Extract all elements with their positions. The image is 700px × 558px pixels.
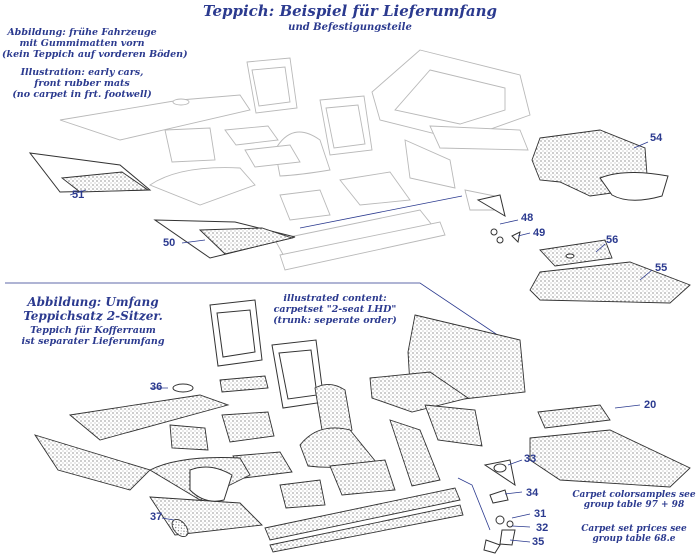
part-50-mat [153,219,296,259]
note-content-line-3: (trunk: seperate order) [273,314,397,326]
callout-56: 56 [606,234,619,246]
top-ghost-parts [59,49,531,271]
note-early-en-line-3: (no carpet in frt. footwell) [12,88,152,100]
callout-54: 54 [650,132,663,144]
note-early-en-line-2: front rubber mats [34,77,130,89]
part-48-49-fasteners [476,194,521,244]
callout-50: 50 [163,237,176,249]
note-trunk-de: Teppich für Kofferraum ist separater Lie… [18,325,168,348]
note-early-de-line-2: mit Gummimatten vorn [19,37,145,49]
callout-35: 35 [532,536,545,548]
bottom-parts [33,299,691,554]
callout-48: 48 [521,212,534,224]
callout-37: 37 [150,511,163,523]
note-prices-line-2: group table 68.e [592,534,676,545]
note-trunk-line-2: ist separater Lieferumfang [21,335,165,347]
note-early-cars-de: Abbildung: frühe Fahrzeuge mit Gummimatt… [2,27,188,61]
note-prices: Carpet set prices see group table 68.e [570,524,698,545]
note-content-line-2: carpetset "2-seat LHD" [273,303,397,315]
callout-33: 33 [524,453,537,465]
note-colorsamples: Carpet colorsamples see group table 97 +… [570,490,698,511]
callout-31: 31 [534,508,547,520]
page-subtitle: und Befestigungsteile [288,22,412,33]
note-scope-de: Abbildung: Umfang Teppichsatz 2-Sitzer. [18,295,168,324]
callout-51: 51 [72,189,85,201]
part-54-carpet [531,129,669,201]
note-samples-line-1: Carpet colorsamples see [572,490,696,500]
note-content-line-1: illustrated content: [283,293,387,304]
callout-36: 36 [150,381,163,393]
note-early-en-line-1: Illustration: early cars, [20,67,144,78]
note-trunk-line-1: Teppich für Kofferraum [30,325,156,336]
part-55-carpet [529,261,691,304]
page-title: Teppich: Beispiel für Lieferumfang [203,2,497,20]
part-51-mat [28,152,152,193]
callout-49: 49 [533,227,546,239]
note-early-cars-en: Illustration: early cars, front rubber m… [2,67,162,101]
note-scope-line-2: Teppichsatz 2-Sitzer. [23,308,163,323]
callout-32: 32 [536,522,549,534]
note-early-de-line-3: (kein Teppich auf vorderen Böden) [2,48,188,60]
note-content-en: illustrated content: carpetset "2-seat L… [260,293,410,327]
part-56-carpet [539,239,613,267]
note-early-de-line-1: Abbildung: frühe Fahrzeuge [7,27,157,38]
note-scope-line-1: Abbildung: Umfang [27,295,159,309]
callout-34: 34 [526,487,539,499]
note-samples-line-2: group table 97 + 98 [583,500,685,511]
callout-20: 20 [644,399,657,411]
note-prices-line-1: Carpet set prices see [581,524,687,534]
callout-55: 55 [655,262,668,274]
